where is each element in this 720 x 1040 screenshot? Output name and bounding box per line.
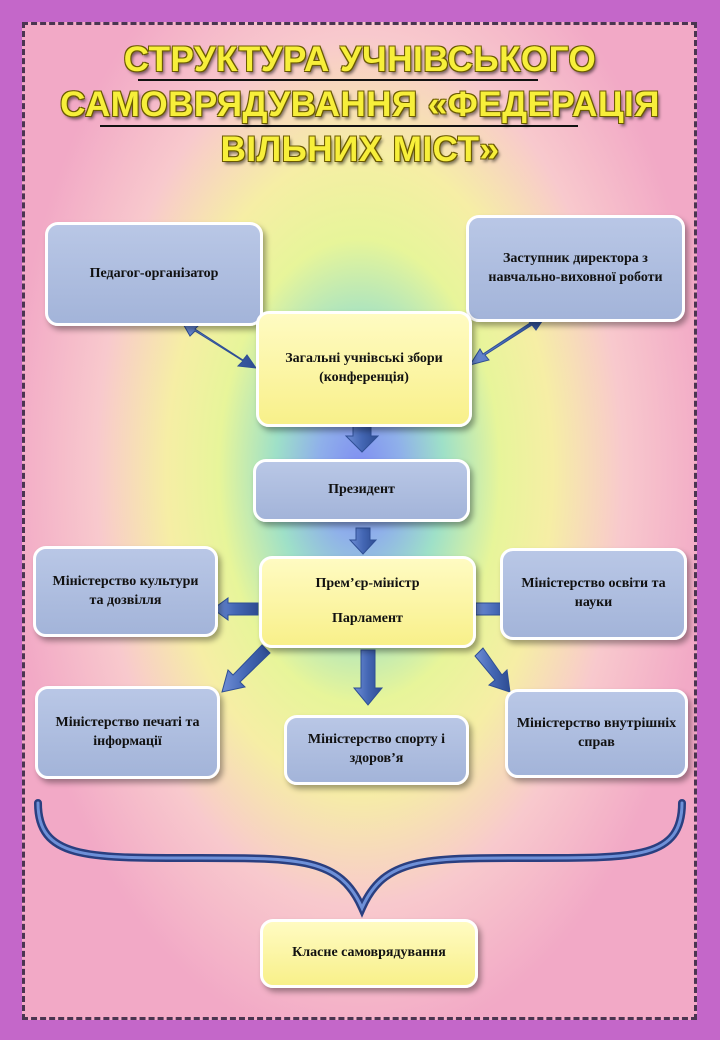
- node-min-kultury: Міністерство культури та дозвілля: [33, 546, 218, 637]
- arrow-down-3: [352, 649, 384, 706]
- double-arrow-right: [468, 316, 546, 366]
- node-min-vnutr: Міністерство внутрішніх справ: [505, 689, 688, 778]
- node-zastupnyk: Заступник директора з навчально-виховної…: [466, 215, 685, 322]
- title-line-1: СТРУКТУРА УЧНІВСЬКОГО: [123, 40, 597, 79]
- node-president-label: Президент: [328, 482, 395, 498]
- node-klasne: Класне самоврядування: [260, 919, 478, 988]
- dashed-border: [22, 22, 697, 1020]
- node-premier-parliament: Прем’єр-міністр Парламент: [259, 556, 476, 648]
- arrow-down-left: [221, 644, 271, 693]
- title-underline-1: [138, 79, 538, 81]
- node-klasne-label: Класне самоврядування: [292, 945, 446, 961]
- node-pedagog: Педагог-організатор: [45, 222, 263, 326]
- node-min-osvity: Міністерство освіти та науки: [500, 548, 687, 640]
- node-min-sportu-label: Міністерство спорту і здоров’я: [307, 732, 446, 766]
- node-min-pechati: Міністерство печаті та інформації: [35, 686, 220, 779]
- node-zbory: Загальні учнівські збори (конференція): [256, 311, 472, 427]
- node-zbory-label: Загальні учнівські збори (конференція): [285, 351, 443, 385]
- node-parliament-label: Парламент: [332, 611, 403, 626]
- node-min-kultury-label: Міністерство культури та дозвілля: [52, 573, 199, 608]
- node-zastupnyk-label: Заступник директора з навчально-виховної…: [488, 250, 663, 285]
- node-min-pechati-label: Міністерство печаті та інформації: [55, 714, 200, 749]
- title-underline-2: [100, 125, 578, 127]
- arrow-down-right: [474, 647, 511, 693]
- node-min-vnutr-label: Міністерство внутрішніх справ: [516, 715, 677, 750]
- double-arrow-left: [181, 321, 258, 369]
- title-line-2: САМОВРЯДУВАННЯ «ФЕДЕРАЦІЯ: [60, 85, 660, 124]
- node-president: Президент: [253, 459, 470, 522]
- arrow-down-2: [348, 527, 378, 555]
- node-min-sportu: Міністерство спорту і здоров’я: [284, 715, 469, 785]
- node-pedagog-label: Педагог-організатор: [89, 265, 219, 281]
- arrow-left: [212, 597, 259, 621]
- arrow-down-1: [344, 425, 380, 453]
- node-min-osvity-label: Міністерство освіти та науки: [521, 576, 666, 610]
- curly-brace: [34, 799, 686, 918]
- title-line-3: ВІЛЬНИХ МІСТ»: [220, 130, 500, 169]
- node-premier-label: Прем’єр-міністр: [315, 576, 420, 592]
